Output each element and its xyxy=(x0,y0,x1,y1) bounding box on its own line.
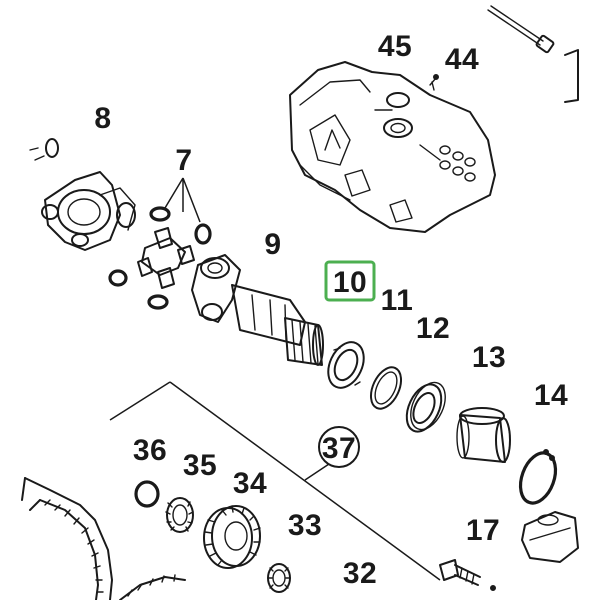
drive-shaft-part[interactable] xyxy=(191,254,324,366)
label-7: 7 xyxy=(175,144,192,177)
label-14: 14 xyxy=(534,379,568,412)
small-gear-part[interactable] xyxy=(165,497,194,533)
group-bracket-line xyxy=(109,381,441,581)
label-34: 34 xyxy=(233,467,267,500)
label-13: 13 xyxy=(472,341,506,374)
plug-part[interactable] xyxy=(386,92,410,108)
label-44: 44 xyxy=(445,43,479,76)
label-35: 35 xyxy=(183,449,217,482)
screw-part[interactable] xyxy=(429,74,439,91)
highlight-box xyxy=(324,260,376,302)
label-10[interactable]: 10 xyxy=(333,266,367,299)
label-12: 12 xyxy=(416,312,450,345)
label-17: 17 xyxy=(466,514,500,547)
o-ring-part[interactable] xyxy=(134,480,160,508)
cover-part[interactable] xyxy=(521,511,579,563)
label-11: 11 xyxy=(381,284,414,317)
housing-part[interactable] xyxy=(289,61,496,233)
cross-kit-part[interactable] xyxy=(108,177,212,310)
bolt-part[interactable] xyxy=(439,559,496,591)
large-gear-part[interactable] xyxy=(203,505,261,569)
label-33: 33 xyxy=(288,509,322,542)
sleeve-part[interactable] xyxy=(456,407,511,463)
seal-ring-part[interactable] xyxy=(321,336,370,393)
label-9: 9 xyxy=(264,228,281,261)
snap-ring-part[interactable] xyxy=(365,363,407,414)
label-45: 45 xyxy=(378,30,412,63)
yoke-housing-part[interactable] xyxy=(29,138,136,251)
label-37: 37 xyxy=(322,432,356,465)
label-32: 32 xyxy=(343,557,377,590)
ring-gear-part[interactable] xyxy=(21,477,186,600)
bearing-part[interactable] xyxy=(400,377,452,437)
needle-bearing-part[interactable] xyxy=(267,563,291,593)
label-36: 36 xyxy=(133,434,167,467)
group-circle xyxy=(318,426,360,468)
circlip-part[interactable] xyxy=(514,448,562,508)
cable-part[interactable] xyxy=(487,5,555,54)
label-8: 8 xyxy=(94,102,111,135)
side-bracket-part[interactable] xyxy=(564,49,579,103)
